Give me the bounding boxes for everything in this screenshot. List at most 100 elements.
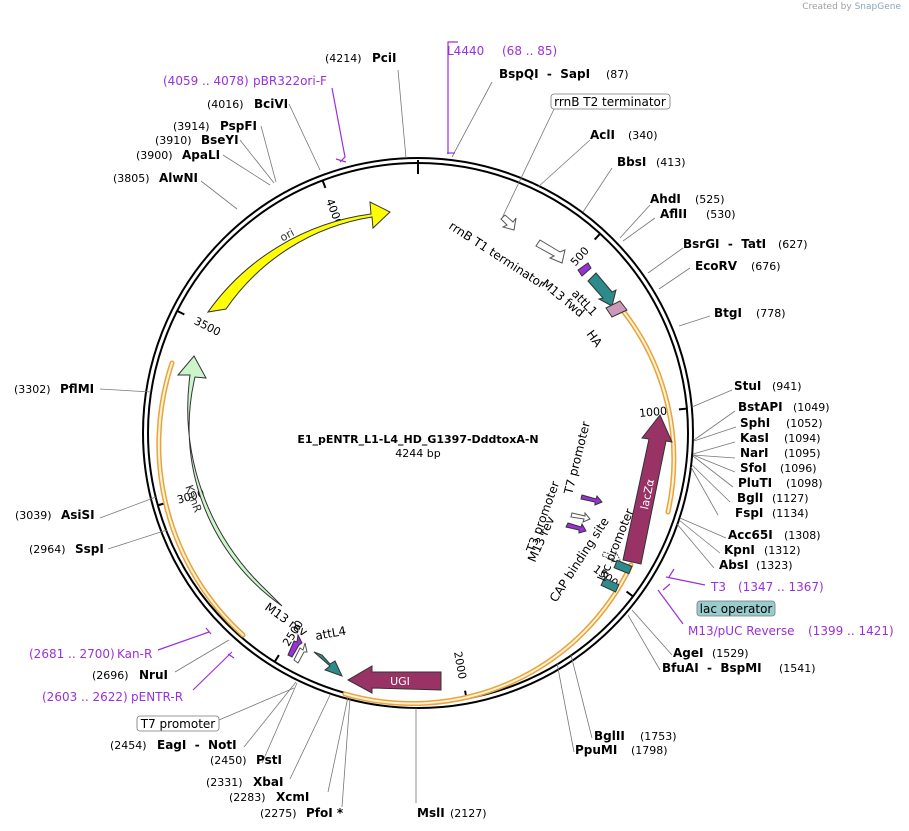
site-pcii[interactable]: (4214)PciI: [325, 51, 397, 65]
lacza-label: lacZα: [638, 478, 657, 511]
m13rev-left-arrow: [287, 633, 303, 658]
site-pos: (1049): [793, 401, 830, 414]
lacza-arrow: [622, 414, 673, 565]
feature-lacza[interactable]: lacZα: [622, 414, 673, 565]
site-pos: (1312): [764, 544, 801, 557]
feature-ori[interactable]: ori: [206, 201, 391, 313]
site-pos: (1529): [712, 647, 749, 660]
feature-attl4[interactable]: [313, 651, 343, 677]
credit-prefix: Created by: [802, 2, 852, 12]
rrnb-t2-terminator-box[interactable]: rrnB T2 terminator: [550, 93, 671, 110]
site-agei[interactable]: AgeI (1529): [673, 646, 749, 660]
site-pflmi[interactable]: (3302)PflMI: [14, 382, 94, 396]
site-name: AgeI: [673, 646, 703, 660]
primer-m13-puc-reverse[interactable]: M13/pUC Reverse(1399 .. 1421): [688, 624, 894, 638]
site-msli[interactable]: MslI(2127): [417, 806, 487, 820]
site-ahdi[interactable]: AhdI(525): [650, 192, 725, 206]
site-pos: (3805): [113, 172, 150, 185]
site-xcmi[interactable]: (2283)XcmI: [229, 790, 309, 804]
site-pos: (1308): [784, 529, 821, 542]
orange-arc-right-inner: [619, 306, 675, 513]
site-ppumi[interactable]: PpuMI(1798): [575, 743, 668, 757]
site-name: KpnI: [724, 543, 755, 557]
site-sspi[interactable]: (2964)SspI: [29, 542, 104, 556]
feature-kanr[interactable]: KanR: [176, 355, 283, 607]
primer-pbr322ori-f[interactable]: (4059 .. 4078) pBR322ori-F: [163, 74, 327, 88]
site-sphi[interactable]: SphI(1052): [740, 416, 823, 430]
site-pluti[interactable]: PluTI(1098): [738, 476, 823, 490]
site-pos: (87): [606, 68, 629, 81]
site-kpni[interactable]: KpnI (1312): [724, 543, 801, 557]
site-pos: (3900): [136, 149, 173, 162]
ugi-label: UGI: [390, 675, 410, 688]
orange-arc-group: [156, 304, 677, 706]
site-acli[interactable]: AclI(340): [590, 128, 658, 142]
primer-pentr-r[interactable]: (2603 .. 2622)pENTR-R: [42, 690, 183, 704]
site-pos: (778): [756, 307, 786, 320]
primer-l4440[interactable]: L4440(68 .. 85): [447, 44, 557, 58]
site-fspi[interactable]: FspI(1134): [735, 506, 809, 520]
site-sfoi[interactable]: SfoI(1096): [740, 461, 817, 475]
lac-operator-box[interactable]: lac operator: [696, 600, 776, 617]
site-name: AsiSI: [61, 508, 95, 522]
feature-attl1[interactable]: [587, 272, 617, 307]
rrnb-t1-arrow: [535, 239, 566, 264]
site-bspqi[interactable]: BspQI - SapI(87): [499, 67, 629, 81]
site-name: Acc65I: [728, 528, 773, 542]
snapgene-logo-text: SnapGene: [854, 2, 901, 12]
primer-range: (2603 .. 2622): [42, 690, 128, 704]
site-ecorv[interactable]: EcoRV(676): [695, 259, 781, 273]
site-name: EagI - NotI: [157, 738, 237, 752]
site-bcivi[interactable]: (4016)BciVI: [207, 97, 288, 111]
primer-range: (4059 .. 4078): [163, 74, 249, 88]
t7-promoter-box[interactable]: T7 promoter: [136, 715, 220, 732]
site-nrui[interactable]: (2696)NruI: [92, 668, 168, 682]
feature-ugi[interactable]: UGI: [346, 665, 442, 694]
site-stui[interactable]: StuI(941): [734, 379, 802, 393]
t7-promoter-arrow: [580, 494, 603, 506]
box-text: lac operator: [700, 602, 773, 616]
site-aflii[interactable]: AflII(530): [660, 207, 736, 221]
site-acc65i[interactable]: Acc65I (1308): [728, 528, 821, 542]
site-bsrgi[interactable]: BsrGI - TatI(627): [683, 237, 808, 251]
site-psti[interactable]: (2450)PstI: [210, 753, 282, 767]
site-eagi[interactable]: (2454) EagI - NotI: [110, 738, 237, 752]
tick-label: 3500: [192, 315, 223, 339]
primer-kan-r[interactable]: (2681 .. 2700)Kan-R: [29, 647, 152, 661]
t3-promoter-arrow: [570, 511, 591, 523]
attl1-arrow: [587, 272, 617, 307]
site-kasi[interactable]: KasI(1094): [740, 431, 821, 445]
site-alwni[interactable]: (3805)AlwNI: [113, 171, 198, 185]
site-xbai[interactable]: (2331)XbaI: [206, 775, 283, 789]
site-name: BstAPI: [738, 400, 783, 414]
site-pos: (525): [695, 193, 725, 206]
site-bgli[interactable]: BglI(1127): [737, 491, 809, 505]
site-btgi[interactable]: BtgI(778): [714, 306, 786, 320]
site-bglii[interactable]: BglII(1753): [594, 729, 677, 743]
site-pos: (4016): [207, 98, 244, 111]
site-nari[interactable]: NarI(1095): [740, 446, 821, 460]
rrnb-t2-arrow: [500, 214, 517, 231]
site-name: StuI: [734, 379, 761, 393]
site-bbsi[interactable]: BbsI(413): [617, 155, 686, 169]
site-name: EcoRV: [695, 259, 738, 273]
site-bseyi[interactable]: (3910)BseYI: [155, 133, 239, 147]
primer-t3[interactable]: T3(1347 .. 1367): [710, 580, 824, 594]
site-absi[interactable]: AbsI(1323): [719, 558, 793, 572]
site-pos: (2454): [110, 739, 147, 752]
site-pos: (2127): [450, 807, 487, 820]
site-name: PfoI *: [306, 806, 344, 820]
site-asisi[interactable]: (3039)AsiSI: [15, 508, 95, 522]
site-pos: (2964): [29, 543, 66, 556]
ha-arrow: [605, 300, 628, 318]
site-pos: (1095): [784, 447, 821, 460]
site-bfuai[interactable]: BfuAI - BspMI(1541): [662, 661, 816, 675]
site-bstapi[interactable]: BstAPI (1049): [738, 400, 830, 414]
site-pspfi[interactable]: (3914)PspFI: [173, 119, 257, 133]
site-apali[interactable]: (3900)ApaLI: [136, 148, 220, 162]
site-name: NruI: [139, 668, 168, 682]
site-pos: (2331): [206, 776, 243, 789]
primer-name: pBR322ori-F: [253, 74, 327, 88]
site-pfoi[interactable]: (2275)PfoI *: [260, 806, 344, 820]
